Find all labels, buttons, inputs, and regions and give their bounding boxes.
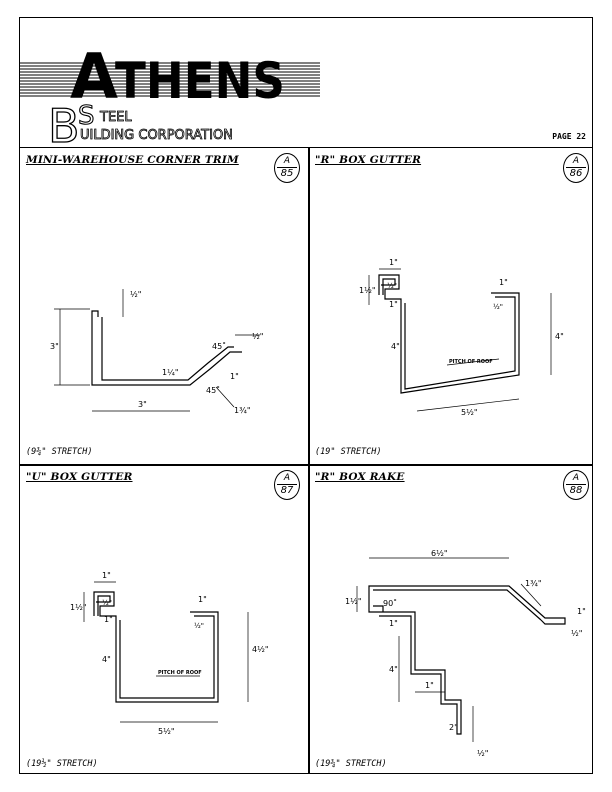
drawing-sheet: A THENS B S TEEL UILDING CORPORATION PAG… bbox=[19, 17, 593, 774]
badge-number: 86 bbox=[569, 168, 583, 179]
gutter-profile-outer bbox=[93, 591, 219, 703]
dim-label: 3" bbox=[138, 400, 147, 409]
dim-label: 4" bbox=[555, 332, 564, 341]
gutter-profile-inner bbox=[96, 595, 215, 699]
u-gutter-drawing: 1" 1½" ½" 1" 1" ½" 4" 4½" 5½" PITCH OF R… bbox=[70, 571, 269, 736]
gutter-profile-inner bbox=[381, 278, 516, 390]
dim-label: 4½" bbox=[252, 645, 269, 654]
rake-profile-inner bbox=[373, 589, 542, 621]
dim-label: 4" bbox=[391, 342, 400, 351]
dim-label: ½" bbox=[102, 599, 112, 607]
dim-label: 1½" bbox=[359, 286, 376, 295]
company-logo: A THENS B S TEEL UILDING CORPORATION bbox=[20, 40, 320, 146]
dim-label: 4" bbox=[389, 665, 398, 674]
rake-profile-body bbox=[368, 596, 462, 735]
badge-number: 87 bbox=[280, 485, 294, 496]
dim-label: ½" bbox=[571, 629, 582, 638]
detail-badge: A 88 bbox=[563, 470, 589, 500]
header: A THENS B S TEEL UILDING CORPORATION PAG… bbox=[20, 18, 592, 148]
dim-label: 45˚ bbox=[212, 341, 226, 351]
badge-letter: A bbox=[572, 473, 580, 483]
dim-label: 1¾" bbox=[234, 406, 251, 415]
dim-label: 1" bbox=[102, 571, 111, 580]
badge-number: 88 bbox=[569, 485, 583, 496]
dim-label: 1" bbox=[499, 278, 508, 287]
detail-badge: A 87 bbox=[274, 470, 300, 500]
panel-title: MINI-WAREHOUSE CORNER TRIM bbox=[26, 154, 239, 166]
dim-label: 90˚ bbox=[383, 598, 397, 608]
detail-badge: A 86 bbox=[563, 153, 589, 183]
badge-letter: A bbox=[283, 473, 291, 483]
panel-title: "R" BOX GUTTER bbox=[315, 154, 422, 166]
logo-steel: TEEL bbox=[99, 110, 132, 125]
dim-label: ½" bbox=[130, 290, 141, 299]
detail-badge: A 85 bbox=[274, 153, 300, 183]
dim-label: 1" bbox=[425, 681, 434, 690]
stretch-note: (19" STRETCH) bbox=[315, 447, 382, 457]
dim-label: 5½" bbox=[461, 408, 478, 417]
trim-profile-outer bbox=[91, 310, 242, 386]
dim-label: ½" bbox=[194, 622, 204, 630]
badge-divider bbox=[277, 167, 297, 168]
dim-label: 1" bbox=[104, 615, 113, 624]
badge-letter: A bbox=[283, 156, 291, 166]
dim-label: 1" bbox=[198, 595, 207, 604]
dim-label: 1¼" bbox=[162, 368, 179, 377]
dim-label: 45˚ bbox=[206, 385, 220, 395]
vertical-divider bbox=[308, 147, 310, 773]
logo-letter-b: B bbox=[48, 99, 80, 146]
horizontal-divider bbox=[20, 464, 592, 466]
page-number: PAGE 22 bbox=[552, 132, 586, 141]
badge-divider bbox=[566, 484, 586, 485]
trim-profile-drawing: ½" 3" 45˚ ½" 1¼" 1" 45˚ 3" 1¾" bbox=[50, 289, 263, 415]
panel-a85: MINI-WAREHOUSE CORNER TRIM A 85 ½" 3" 45… bbox=[20, 149, 306, 464]
logo-building-corporation: UILDING CORPORATION bbox=[80, 128, 233, 143]
pitch-of-roof-label: PITCH OF ROOF bbox=[158, 670, 202, 676]
pitch-of-roof-label: PITCH OF ROOF bbox=[449, 359, 493, 365]
dim-label: ½" bbox=[477, 749, 488, 758]
panel-a88: "R" BOX RAKE A 88 6½" 1¾" 1½" bbox=[309, 466, 595, 773]
dim-label: ½" bbox=[387, 282, 397, 290]
logo-wordmark: THENS bbox=[115, 52, 285, 110]
box-rake-drawing: 6½" 1¾" 1½" 90˚ 1" 1" ½" 4" 1" 2" ½" bbox=[345, 549, 586, 758]
badge-letter: A bbox=[572, 156, 580, 166]
dim-label: 3" bbox=[50, 342, 59, 351]
dim-label: 1¾" bbox=[525, 579, 542, 588]
badge-divider bbox=[566, 167, 586, 168]
dim-label: 1" bbox=[389, 258, 398, 267]
panel-title: "R" BOX RAKE bbox=[315, 471, 405, 483]
dim-label: 1" bbox=[577, 607, 586, 616]
dim-label: 4" bbox=[102, 655, 111, 664]
dim-label: 2" bbox=[449, 723, 458, 732]
dim-label: 1" bbox=[389, 619, 398, 628]
gutter-profile-outer bbox=[378, 274, 520, 394]
panel-a86: "R" BOX GUTTER A 86 1" 1½" ½" 1" 1" bbox=[309, 149, 595, 464]
dim-label: 6½" bbox=[431, 549, 448, 558]
badge-number: 85 bbox=[280, 168, 294, 179]
panel-a87: "U" BOX GUTTER A 87 1" 1½" ½" 1" 1" bbox=[20, 466, 306, 773]
trim-profile-inner bbox=[101, 317, 234, 381]
dim-label: 1" bbox=[389, 300, 398, 309]
dim-label: 5½" bbox=[158, 727, 175, 736]
dim-label: ½" bbox=[493, 303, 503, 311]
dim-label: 1" bbox=[230, 372, 239, 381]
dim-label: 1½" bbox=[70, 603, 87, 612]
stretch-note: (19¾" STRETCH) bbox=[315, 759, 387, 769]
panel-title: "U" BOX GUTTER bbox=[26, 471, 133, 483]
logo-letter-s: S bbox=[78, 101, 95, 131]
logo-letter-a: A bbox=[70, 40, 118, 113]
dim-label: ½" bbox=[252, 332, 263, 341]
stretch-note: (19½" STRETCH) bbox=[26, 759, 98, 769]
rake-profile-top bbox=[368, 585, 566, 625]
stretch-note: (9¾" STRETCH) bbox=[26, 447, 93, 457]
badge-divider bbox=[277, 484, 297, 485]
r-gutter-drawing: 1" 1½" ½" 1" 1" ½" 4" 4" 5½" PITCH OF RO… bbox=[359, 258, 564, 417]
dim-label: 1½" bbox=[345, 597, 362, 606]
